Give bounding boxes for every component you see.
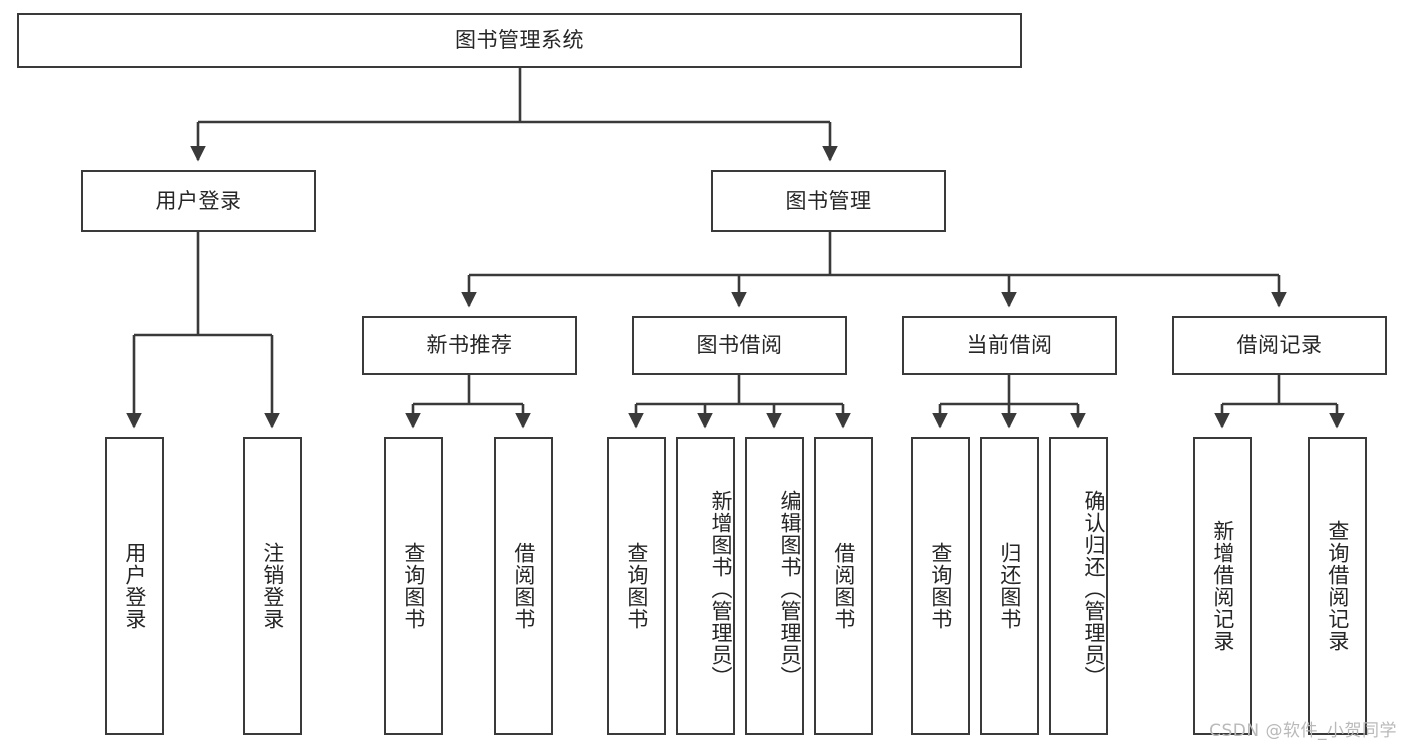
node-label: 新增借阅记录 <box>1210 520 1235 652</box>
csdn-watermark: CSDN @软件_小贺同学 <box>1209 721 1397 741</box>
node-leaf-logout[interactable]: 注销登录 <box>243 437 302 735</box>
node-leaf-edit-book[interactable]: 编辑图书（管理员） <box>745 437 804 735</box>
node-label: 当前借阅 <box>966 333 1053 358</box>
node-label: 新增图书（管理员） <box>709 490 733 688</box>
node-label: 用户登录 <box>122 542 147 630</box>
node-leaf-query-record[interactable]: 查询借阅记录 <box>1308 437 1367 735</box>
node-leaf-query-book-2[interactable]: 查询图书 <box>607 437 666 735</box>
node-label: 图书管理系统 <box>455 28 584 53</box>
node-leaf-add-record[interactable]: 新增借阅记录 <box>1193 437 1252 735</box>
node-leaf-borrow-book-2[interactable]: 借阅图书 <box>814 437 873 735</box>
node-label: 用户登录 <box>155 188 242 213</box>
node-leaf-query-book-1[interactable]: 查询图书 <box>384 437 443 735</box>
node-root-system[interactable]: 图书管理系统 <box>17 13 1022 68</box>
node-label: 图书借阅 <box>696 333 783 358</box>
node-borrow-record[interactable]: 借阅记录 <box>1172 316 1387 375</box>
node-leaf-query-book-3[interactable]: 查询图书 <box>911 437 970 735</box>
node-current-borrow[interactable]: 当前借阅 <box>902 316 1117 375</box>
node-leaf-user-login[interactable]: 用户登录 <box>105 437 164 735</box>
node-label: 图书管理 <box>785 188 872 213</box>
node-book-borrow[interactable]: 图书借阅 <box>632 316 847 375</box>
node-new-book-recommend[interactable]: 新书推荐 <box>362 316 577 375</box>
node-label: 查询图书 <box>928 542 953 630</box>
node-leaf-borrow-book-1[interactable]: 借阅图书 <box>494 437 553 735</box>
node-label: 查询借阅记录 <box>1325 520 1350 652</box>
node-label: 确认归还（管理员） <box>1082 490 1106 688</box>
node-book-manage[interactable]: 图书管理 <box>711 170 946 232</box>
node-leaf-return-book[interactable]: 归还图书 <box>980 437 1039 735</box>
node-leaf-add-book[interactable]: 新增图书（管理员） <box>676 437 735 735</box>
node-leaf-confirm-return[interactable]: 确认归还（管理员） <box>1049 437 1108 735</box>
node-label: 借阅记录 <box>1236 333 1323 358</box>
node-label: 借阅图书 <box>511 542 536 630</box>
node-label: 查询图书 <box>624 542 649 630</box>
node-label: 注销登录 <box>260 542 285 630</box>
node-user-login[interactable]: 用户登录 <box>81 170 316 232</box>
node-label: 新书推荐 <box>426 333 513 358</box>
node-label: 查询图书 <box>401 542 426 630</box>
node-label: 归还图书 <box>997 542 1022 630</box>
node-label: 编辑图书（管理员） <box>778 490 802 688</box>
node-label: 借阅图书 <box>831 542 856 630</box>
